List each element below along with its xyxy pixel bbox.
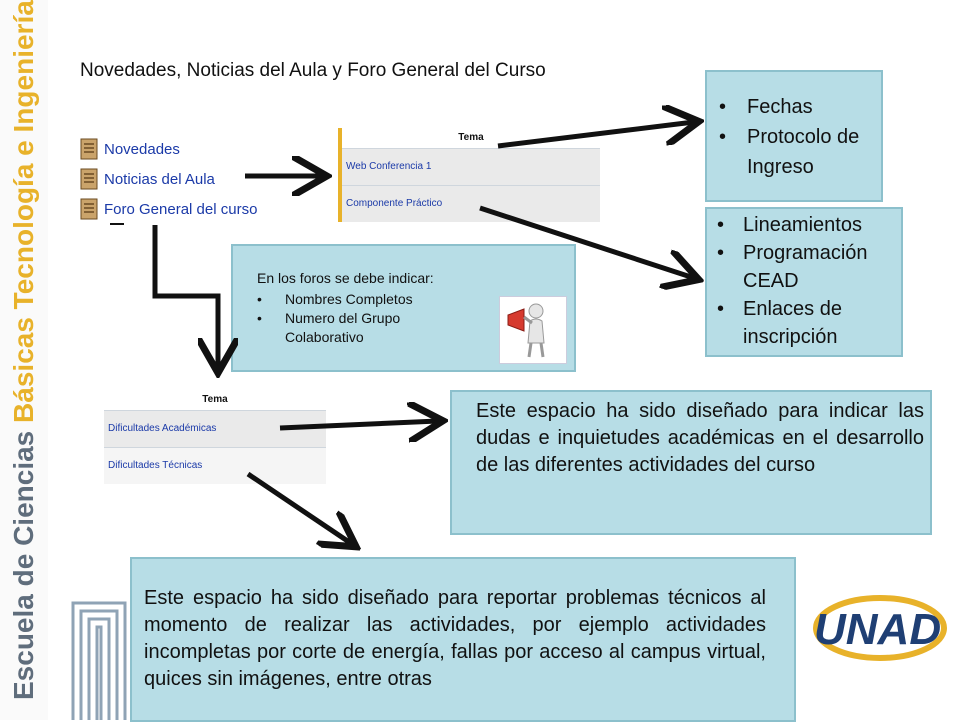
forum-table-top: Tema Web Conferencia 1 Componente Prácti… — [338, 128, 600, 222]
table-row[interactable]: Dificultades Académicas — [104, 410, 326, 447]
description-text: Este espacio ha sido diseñado para indic… — [476, 400, 924, 476]
box-problemas-tecnicos: Este espacio ha sido diseñado para repor… — [130, 557, 796, 722]
course-menu: Novedades Noticias del Aula Foro General… — [80, 134, 257, 224]
box-lineamientos: Lineamientos Programación CEAD Enlaces d… — [705, 207, 903, 357]
table-row[interactable]: Dificultades Técnicas — [104, 447, 326, 484]
list-item: Nombres Completos — [233, 290, 435, 309]
document-icon — [80, 198, 98, 220]
arrow — [152, 225, 218, 368]
menu-item-noticias[interactable]: Noticias del Aula — [80, 164, 257, 194]
unad-logo: UNAD — [813, 595, 947, 661]
menu-item-label: Noticias del Aula — [104, 170, 215, 188]
table-header: Tema — [458, 132, 484, 143]
document-icon — [80, 168, 98, 190]
table-header: Tema — [202, 394, 228, 405]
menu-item-label: Novedades — [104, 140, 180, 158]
document-icon — [80, 138, 98, 160]
side-banner: Escuela de Ciencias Básicas Tecnología e… — [0, 0, 48, 720]
side-banner-text: Escuela de Ciencias Básicas Tecnología e… — [8, 0, 39, 700]
table-row[interactable]: Web Conferencia 1 — [342, 148, 600, 185]
list-item: Fechas — [707, 92, 881, 122]
forum-table-bottom: Tema Dificultades Académicas Dificultade… — [104, 390, 326, 484]
logo-text: UNAD — [814, 605, 941, 654]
table-row[interactable]: Componente Práctico — [342, 185, 600, 222]
maze-decoration — [71, 601, 127, 720]
list-item: Lineamientos — [707, 211, 901, 239]
box-foros: En los foros se debe indicar: Nombres Co… — [231, 244, 576, 372]
menu-item-foro[interactable]: Foro General del curso — [80, 194, 257, 224]
megaphone-icon — [499, 296, 567, 364]
arrow — [246, 471, 352, 544]
list-item: Programación CEAD — [707, 239, 901, 295]
menu-item-novedades[interactable]: Novedades — [80, 134, 257, 164]
list-item: Enlaces de inscripción — [707, 295, 901, 351]
foros-intro: En los foros se debe indicar: — [257, 270, 434, 286]
list-item: Numero del Grupo Colaborativo — [233, 309, 435, 347]
list-item: Protocolo de Ingreso — [707, 122, 881, 182]
page-title: Novedades, Noticias del Aula y Foro Gene… — [80, 60, 546, 81]
box-dudas-academicas: Este espacio ha sido diseñado para indic… — [450, 390, 932, 535]
description-text: Este espacio ha sido diseñado para repor… — [144, 587, 766, 690]
box-fechas: Fechas Protocolo de Ingreso — [705, 70, 883, 202]
accent-bar — [338, 128, 342, 222]
menu-item-label: Foro General del curso — [104, 200, 258, 218]
